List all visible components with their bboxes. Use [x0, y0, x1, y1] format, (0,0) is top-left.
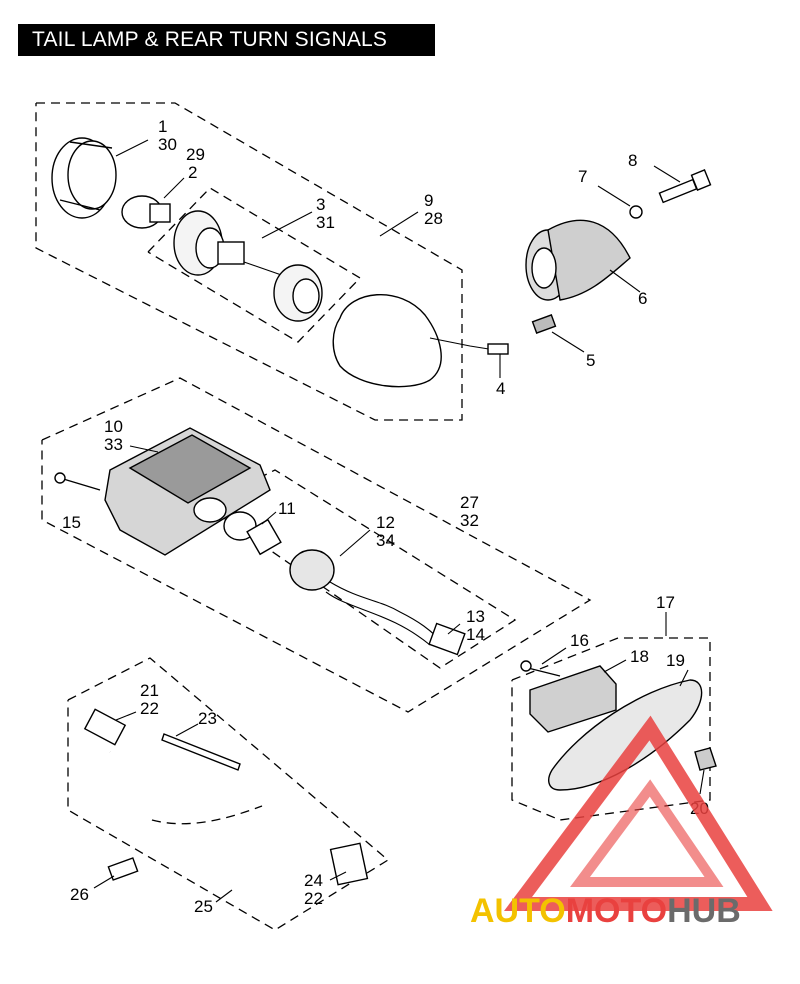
bulb-part: [121, 195, 171, 229]
callout-24: 24: [304, 871, 323, 890]
callout-19: 19: [666, 651, 685, 670]
lens-ring-part: [51, 137, 117, 219]
callout-32: 32: [460, 511, 479, 530]
license-bracket-part: [529, 665, 617, 733]
watermark-text: AUTOMOTOHUB: [470, 892, 741, 931]
connector-part: [531, 314, 557, 334]
callout-10: 10: [104, 417, 123, 436]
watermark-logo-icon: [504, 715, 773, 911]
nut-part: [694, 747, 717, 771]
wire-connector-lower-part: [261, 800, 369, 886]
wire-dashed-link: [151, 805, 263, 825]
group-outline-tail-lamp: [41, 377, 592, 713]
callout-28: 28: [424, 209, 443, 228]
group-outline-turn-signal: [35, 102, 463, 421]
callout-27: 27: [460, 493, 479, 512]
socket-part: [173, 210, 323, 322]
callout-30: 30: [158, 135, 177, 154]
callout-21: 21: [140, 681, 159, 700]
tail-lamp-body-part: [104, 427, 271, 556]
callout-16: 16: [570, 631, 589, 650]
cable-strap-part: [161, 733, 241, 771]
callout-13: 13: [466, 607, 485, 626]
license-screw-part: [520, 660, 561, 677]
callout-15: 15: [62, 513, 81, 532]
clip-part: [107, 857, 139, 881]
license-lens-part: [548, 679, 703, 791]
lens-dome-part: [332, 293, 496, 388]
callout-22-upper: 22: [140, 699, 159, 718]
callout-2: 2: [188, 163, 197, 182]
callout-1: 1: [158, 117, 167, 136]
tail-socket-part: [289, 549, 466, 656]
callout-9: 9: [424, 191, 433, 210]
diagram-title: TAIL LAMP & REAR TURN SIGNALS: [18, 24, 435, 56]
callout-31: 31: [316, 213, 335, 232]
screw-part: [54, 472, 101, 491]
tail-bulb-part: [223, 511, 282, 556]
callout-34: 34: [376, 531, 395, 550]
callout-3: 3: [316, 195, 325, 214]
terminal-part: [487, 343, 509, 355]
turn-signal-housing-part: [525, 219, 631, 301]
callout-12: 12: [376, 513, 395, 532]
callout-22-lower: 22: [304, 889, 323, 908]
bolt-part: [658, 169, 712, 204]
watermark-part-moto: MOTO: [565, 892, 668, 930]
callout-23: 23: [198, 709, 217, 728]
callout-14: 14: [466, 625, 485, 644]
callout-6: 6: [638, 289, 647, 308]
callout-29: 29: [186, 145, 205, 164]
wire-connector-upper-part: [83, 708, 156, 823]
watermark-part-auto: AUTO: [470, 892, 566, 930]
callout-18: 18: [630, 647, 649, 666]
callout-17: 17: [656, 593, 675, 612]
group-outline-wiring: [67, 657, 390, 931]
callout-26: 26: [70, 885, 89, 904]
callout-11: 11: [278, 499, 296, 518]
callout-4: 4: [496, 379, 505, 398]
callout-25: 25: [194, 897, 213, 916]
watermark-part-hub: HUB: [667, 892, 741, 930]
group-outline-license-lamp: [511, 637, 711, 821]
group-outline-bulb-socket: [147, 187, 362, 343]
callout-7: 7: [578, 167, 587, 186]
callout-5: 5: [586, 351, 595, 370]
leader-lines: [93, 139, 705, 903]
callout-8: 8: [628, 151, 637, 170]
washer-part: [629, 205, 643, 219]
callout-33: 33: [104, 435, 123, 454]
